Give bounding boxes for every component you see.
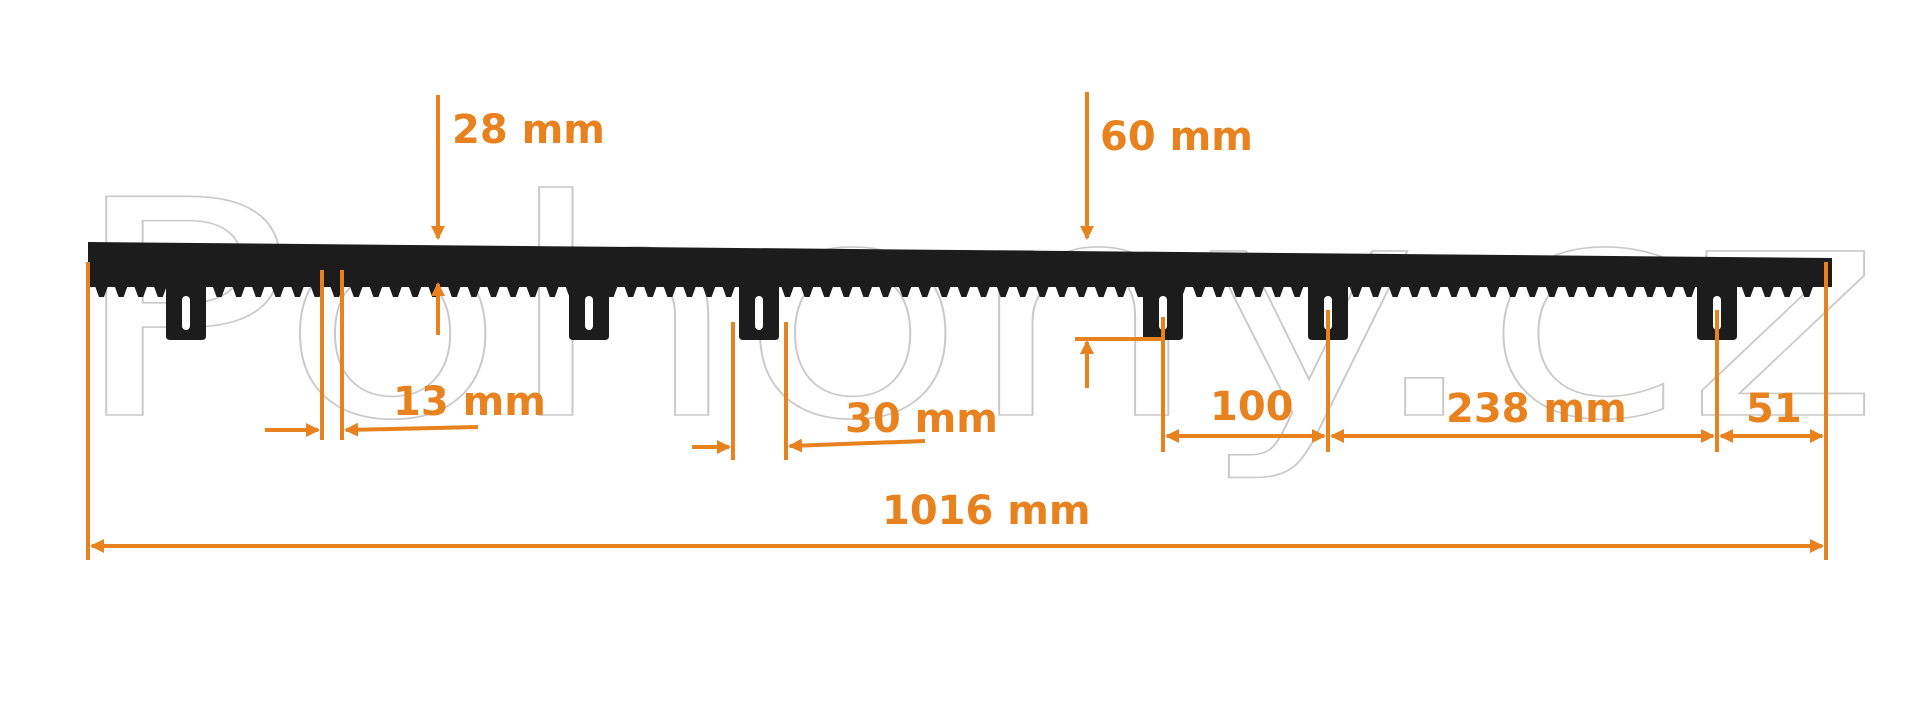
- bracket-slot: [182, 296, 190, 330]
- dim-28-label: 28 mm: [452, 107, 605, 153]
- dim-100-label: 100: [1210, 384, 1294, 430]
- bracket-slot: [755, 296, 763, 330]
- bracket-slot: [585, 296, 593, 330]
- dim-60-label: 60 mm: [1100, 114, 1253, 160]
- rack-body: [88, 242, 1832, 287]
- dimension-lines: [86, 92, 1828, 560]
- mounting-brackets: [166, 286, 1737, 340]
- dim-30-arrow-right: [788, 438, 926, 453]
- mounting-bracket: [569, 286, 609, 340]
- dim-30-label: 30 mm: [845, 396, 998, 442]
- dim-1016-label: 1016 mm: [882, 488, 1091, 534]
- dim-238-label: 238 mm: [1446, 386, 1627, 432]
- dim-51-label: 51: [1746, 386, 1802, 432]
- mounting-bracket: [739, 286, 779, 340]
- dim-13-label: 13 mm: [393, 379, 546, 425]
- dim-13-arrow-right: [344, 422, 479, 437]
- mounting-bracket: [166, 286, 206, 340]
